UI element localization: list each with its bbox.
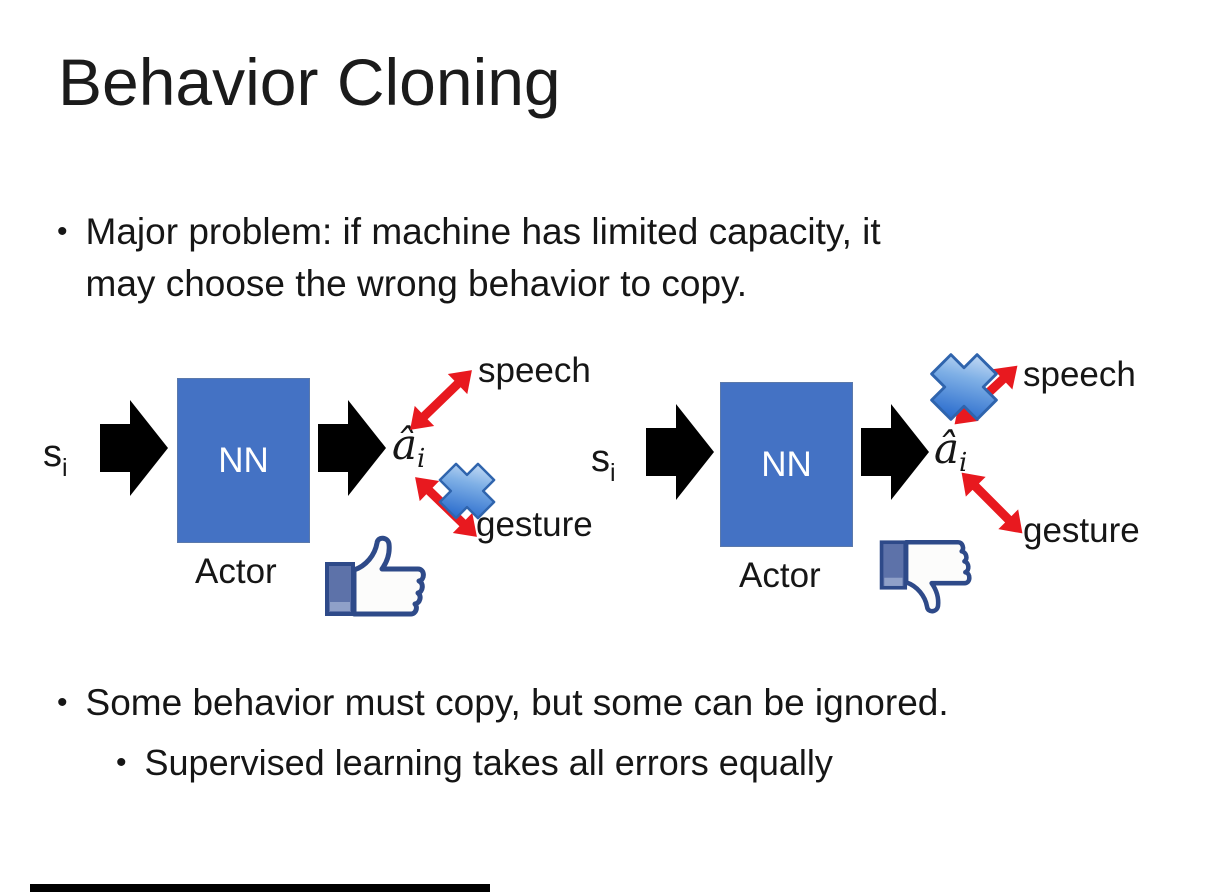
bullet-marker: • [57,686,68,719]
right-output-label: âi [934,424,967,478]
bottom-partial-bar [30,884,490,892]
bullet-supervised: • Supervised learning takes all errors e… [116,738,1166,788]
bullet-major-problem-text: Major problem: if machine has limited ca… [86,206,881,310]
right-actor-label: Actor [739,556,821,595]
left-nn-label: NN [218,440,269,480]
bullet-major-problem: • Major problem: if machine has limited … [57,206,1157,310]
thumbs-down-icon [879,539,972,614]
left-speech-label: speech [478,351,591,390]
bullet-some-behavior: • Some behavior must copy, but some can … [57,677,1177,729]
slide-title: Behavior Cloning [58,45,561,119]
right-block-arrow-out-icon [861,404,929,500]
left-output-sub: i [417,444,426,474]
right-gesture-label: gesture [1023,511,1140,550]
left-gesture-label: gesture [476,505,593,544]
right-input-sub: i [610,459,616,487]
left-input-s: s [43,433,62,475]
right-output-ahat: â [934,424,960,473]
left-cross-icon [438,462,496,520]
right-nn-label: NN [761,444,812,484]
bullet-some-behavior-text: Some behavior must copy, but some can be… [85,682,949,723]
bullet-line-1: Major problem: if machine has limited ca… [85,211,881,252]
left-input-sub: i [62,454,68,482]
right-input-label: si [591,438,616,488]
bullet-marker: • [116,746,127,779]
right-speech-label: speech [1023,355,1136,394]
left-block-arrow-out-icon [318,400,386,496]
right-nn-box: NN [720,382,853,547]
left-nn-box: NN [177,378,310,543]
bullet-marker: • [57,215,68,248]
left-speech-arrow-icon [400,359,483,440]
right-block-arrow-in-icon [646,404,714,500]
right-gesture-arrow-icon [951,462,1033,544]
right-cross-icon [930,353,998,421]
right-output-sub: i [959,448,968,478]
bullet-supervised-text: Supervised learning takes all errors equ… [144,742,833,783]
left-block-arrow-in-icon [100,400,168,496]
left-actor-label: Actor [195,552,277,591]
left-input-label: si [43,433,68,483]
right-input-s: s [591,438,610,480]
bullet-line-2: may choose the wrong behavior to copy. [85,263,748,304]
thumbs-up-icon [325,535,426,617]
